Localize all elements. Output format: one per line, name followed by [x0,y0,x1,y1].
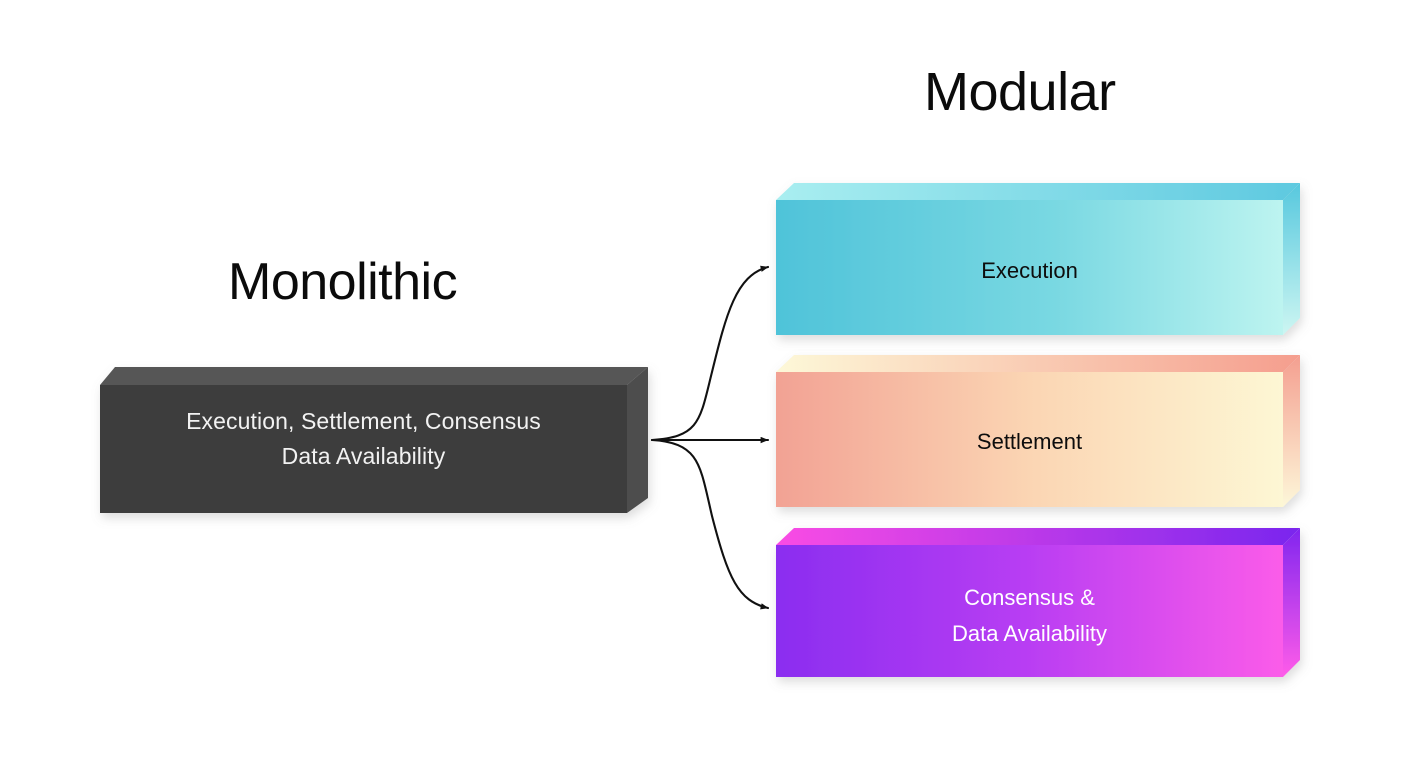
consensus-box-top-face [776,528,1300,545]
execution-box[interactable] [776,183,1300,335]
consensus-box[interactable] [776,528,1300,677]
monolithic-box-top-face [100,367,648,385]
settlement-box[interactable] [776,355,1300,507]
settlement-box-front-face [776,372,1283,507]
monolithic-box[interactable] [100,367,648,513]
monolithic-box-front-face [100,385,627,513]
execution-box-top-face [776,183,1300,200]
settlement-box-top-face [776,355,1300,372]
monolithic-box-side-face [627,367,648,513]
consensus-box-side-face [1283,528,1300,677]
monolithic-heading: Monolithic [228,253,458,311]
consensus-box-front-face [776,545,1283,677]
settlement-box-side-face [1283,355,1300,507]
arrow-to-consensus [650,438,770,610]
execution-box-front-face [776,200,1283,335]
arrow-to-execution [650,265,770,442]
connector-arrows [650,265,770,610]
execution-box-side-face [1283,183,1300,335]
modular-heading: Modular [924,62,1116,122]
